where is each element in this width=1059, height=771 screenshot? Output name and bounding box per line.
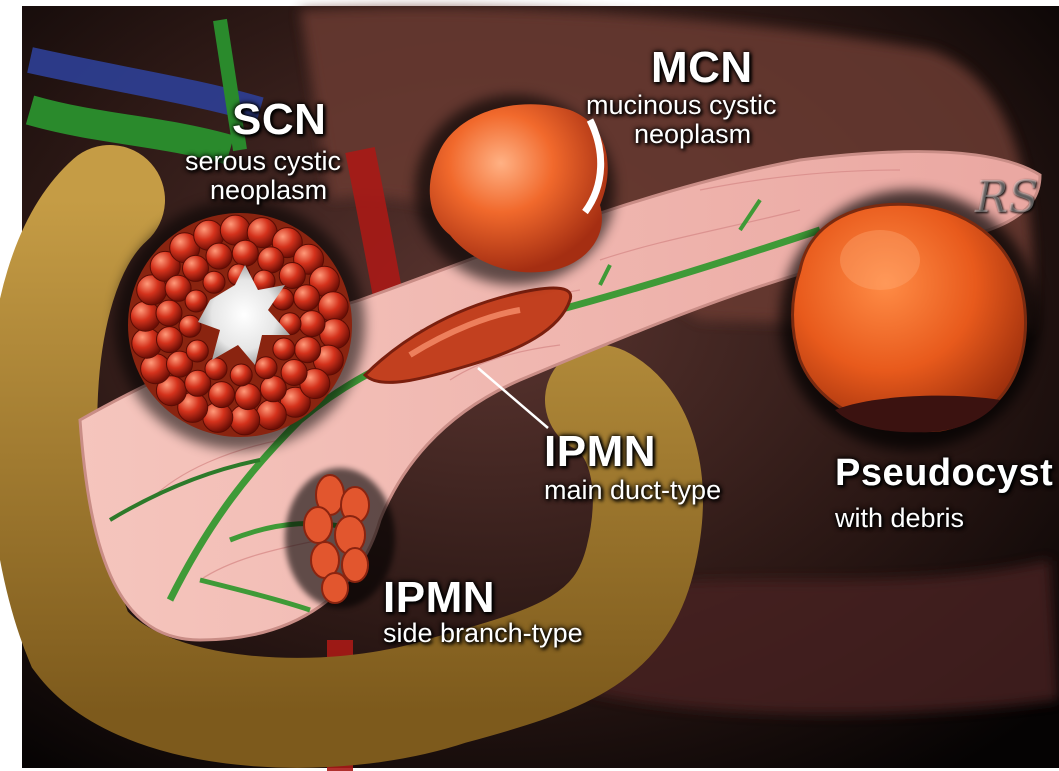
scn-microcyst	[185, 290, 207, 312]
ipmn-side-description: side branch-type	[383, 620, 583, 647]
mcn-abbreviation: MCN	[651, 46, 753, 90]
mcn-description-line1: mucinous cystic	[586, 92, 777, 119]
scn-microcyst	[230, 364, 252, 386]
scn-microcyst	[295, 337, 321, 363]
pseudocyst-title: Pseudocyst	[835, 454, 1053, 492]
scn-microcyst	[209, 382, 235, 408]
ipmn-side-branch-lesion	[285, 468, 395, 608]
scn-microcyst	[260, 376, 286, 402]
scn-microcyst	[179, 315, 201, 337]
scn-abbreviation: SCN	[232, 98, 326, 142]
scn-microcyst	[294, 285, 320, 311]
scn-microcyst	[206, 243, 232, 269]
mcn-description-line2: neoplasm	[634, 121, 751, 148]
scn-microcyst	[256, 400, 286, 430]
scn-microcyst	[186, 340, 208, 362]
scn-description-line2: neoplasm	[210, 177, 327, 204]
scn-microcyst	[299, 311, 325, 337]
scn-microcyst	[255, 357, 277, 379]
scn-microcyst	[205, 358, 227, 380]
scn-microcyst	[156, 300, 182, 326]
scn-microcyst	[258, 247, 284, 273]
scn-lesion	[115, 200, 365, 450]
scn-microcyst	[232, 240, 258, 266]
pseudocyst-description: with debris	[835, 505, 964, 532]
mcn-lesion	[415, 95, 615, 285]
ipmn-side-abbreviation: IPMN	[383, 576, 495, 620]
scn-description-line1: serous cystic	[185, 148, 341, 175]
artist-signature: RS	[975, 172, 1038, 223]
scn-microcyst	[235, 384, 261, 410]
scn-microcyst	[157, 327, 183, 353]
scn-microcyst	[281, 360, 307, 386]
scn-microcyst	[279, 263, 305, 289]
ipmn-main-abbreviation: IPMN	[544, 430, 656, 474]
scn-microcyst	[273, 338, 295, 360]
pseudocyst-lesion	[780, 190, 1040, 450]
ipmn-main-description: main duct-type	[544, 477, 721, 504]
scn-microcyst	[203, 271, 225, 293]
